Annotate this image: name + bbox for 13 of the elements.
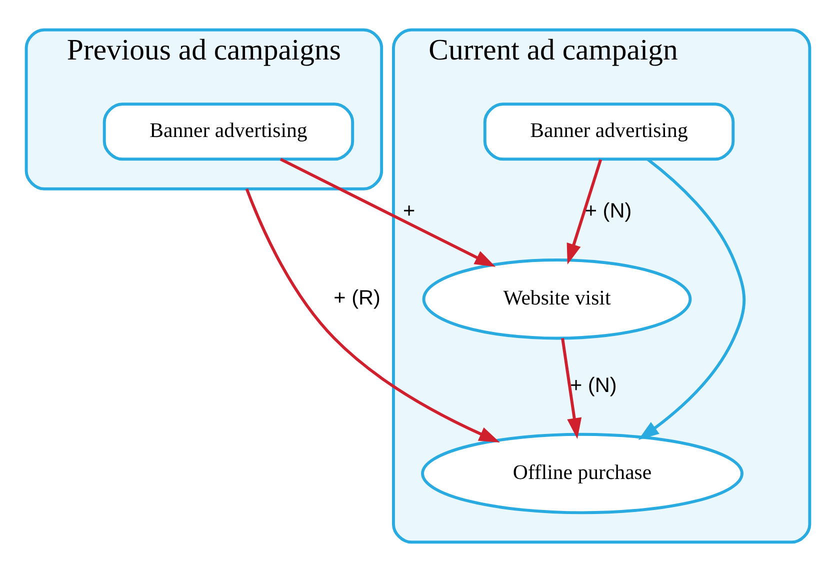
arrow (566, 159, 602, 265)
node-ellipse: Offline purchase (421, 432, 744, 514)
arrow (280, 158, 496, 267)
edge-label: + (R) (334, 286, 380, 310)
arrow (638, 158, 746, 440)
edge-label: + (403, 199, 416, 222)
edge-label: + (N) (570, 374, 617, 397)
node-box: Banner advertising (102, 102, 354, 161)
node-ellipse: Website visit (422, 258, 692, 340)
edge-label: + (N) (584, 199, 632, 222)
node-box: Banner advertising (483, 102, 735, 161)
arrow (561, 338, 582, 439)
arrow (245, 188, 500, 442)
